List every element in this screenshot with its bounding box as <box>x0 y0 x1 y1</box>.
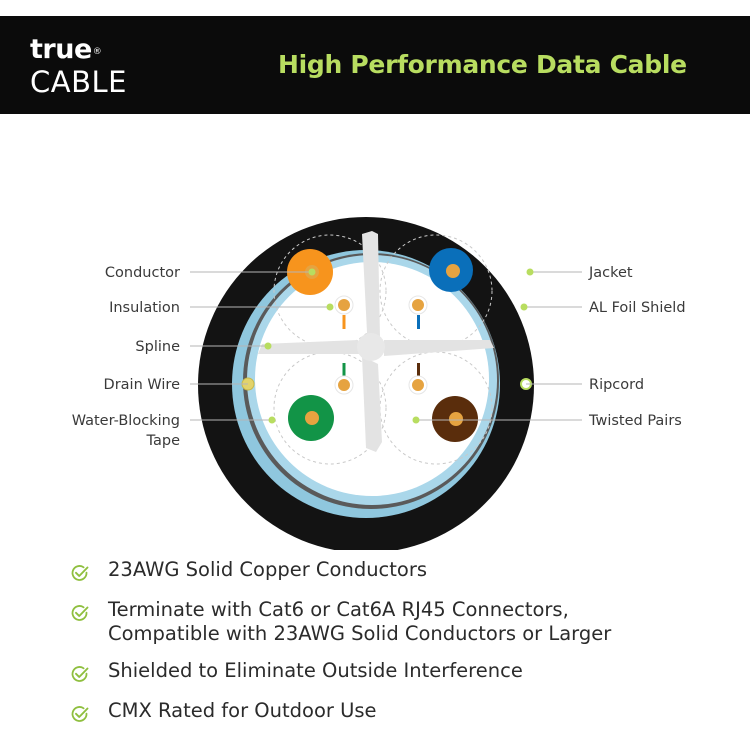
brown-wire-conductor <box>449 412 463 426</box>
feature-text: Terminate with Cat6 or Cat6A RJ45 Connec… <box>108 598 569 621</box>
label-water-blocking: Water-Blocking <box>72 413 180 429</box>
check-circle-icon <box>71 706 89 722</box>
spline-separator <box>258 231 494 452</box>
green-pair <box>288 363 354 441</box>
label-drain-wire: Drain Wire <box>104 377 181 393</box>
brown-pair <box>408 363 478 442</box>
leader-lines <box>190 271 582 421</box>
pair-boundary-blue <box>379 234 493 348</box>
label-ripcord: Ripcord <box>589 377 644 393</box>
pair-boundary-green <box>273 351 387 465</box>
blue-pair <box>408 248 473 329</box>
feature-text: CMX Rated for Outdoor Use <box>108 699 377 722</box>
label-tape: Tape <box>146 433 181 449</box>
header-banner: true® CABLE High Performance Data Cable <box>0 16 750 114</box>
label-al-foil-shield: AL Foil Shield <box>589 300 686 316</box>
logo-word-cable: CABLE <box>30 65 127 99</box>
green-wire-conductor <box>305 411 319 425</box>
cable-cross-section-diagram: Conductor Insulation Spline Drain Wire W… <box>72 217 686 550</box>
label-twisted-pairs: Twisted Pairs <box>588 413 682 429</box>
callout-dots <box>264 268 534 424</box>
label-jacket: Jacket <box>588 265 633 281</box>
pair-boundary-orange <box>273 234 387 348</box>
feature-text: 23AWG Solid Copper Conductors <box>108 558 428 581</box>
logo-word-true: true <box>30 34 92 65</box>
feature-text: Shielded to Eliminate Outside Interferen… <box>108 659 523 682</box>
check-circle-icon <box>71 666 89 682</box>
blue-wire-conductor <box>446 264 460 278</box>
check-circle-icon <box>71 605 89 621</box>
label-conductor: Conductor <box>105 265 180 281</box>
registered-mark: ® <box>92 47 102 57</box>
orange-pair <box>287 249 354 329</box>
check-circle-icon <box>71 565 89 581</box>
label-spline: Spline <box>135 339 180 355</box>
page-title: High Performance Data Cable <box>278 50 687 79</box>
feature-text-line-2: Compatible with 23AWG Solid Conductors o… <box>108 622 612 645</box>
truecable-logo: true® CABLE <box>30 34 127 99</box>
label-insulation: Insulation <box>109 300 180 316</box>
